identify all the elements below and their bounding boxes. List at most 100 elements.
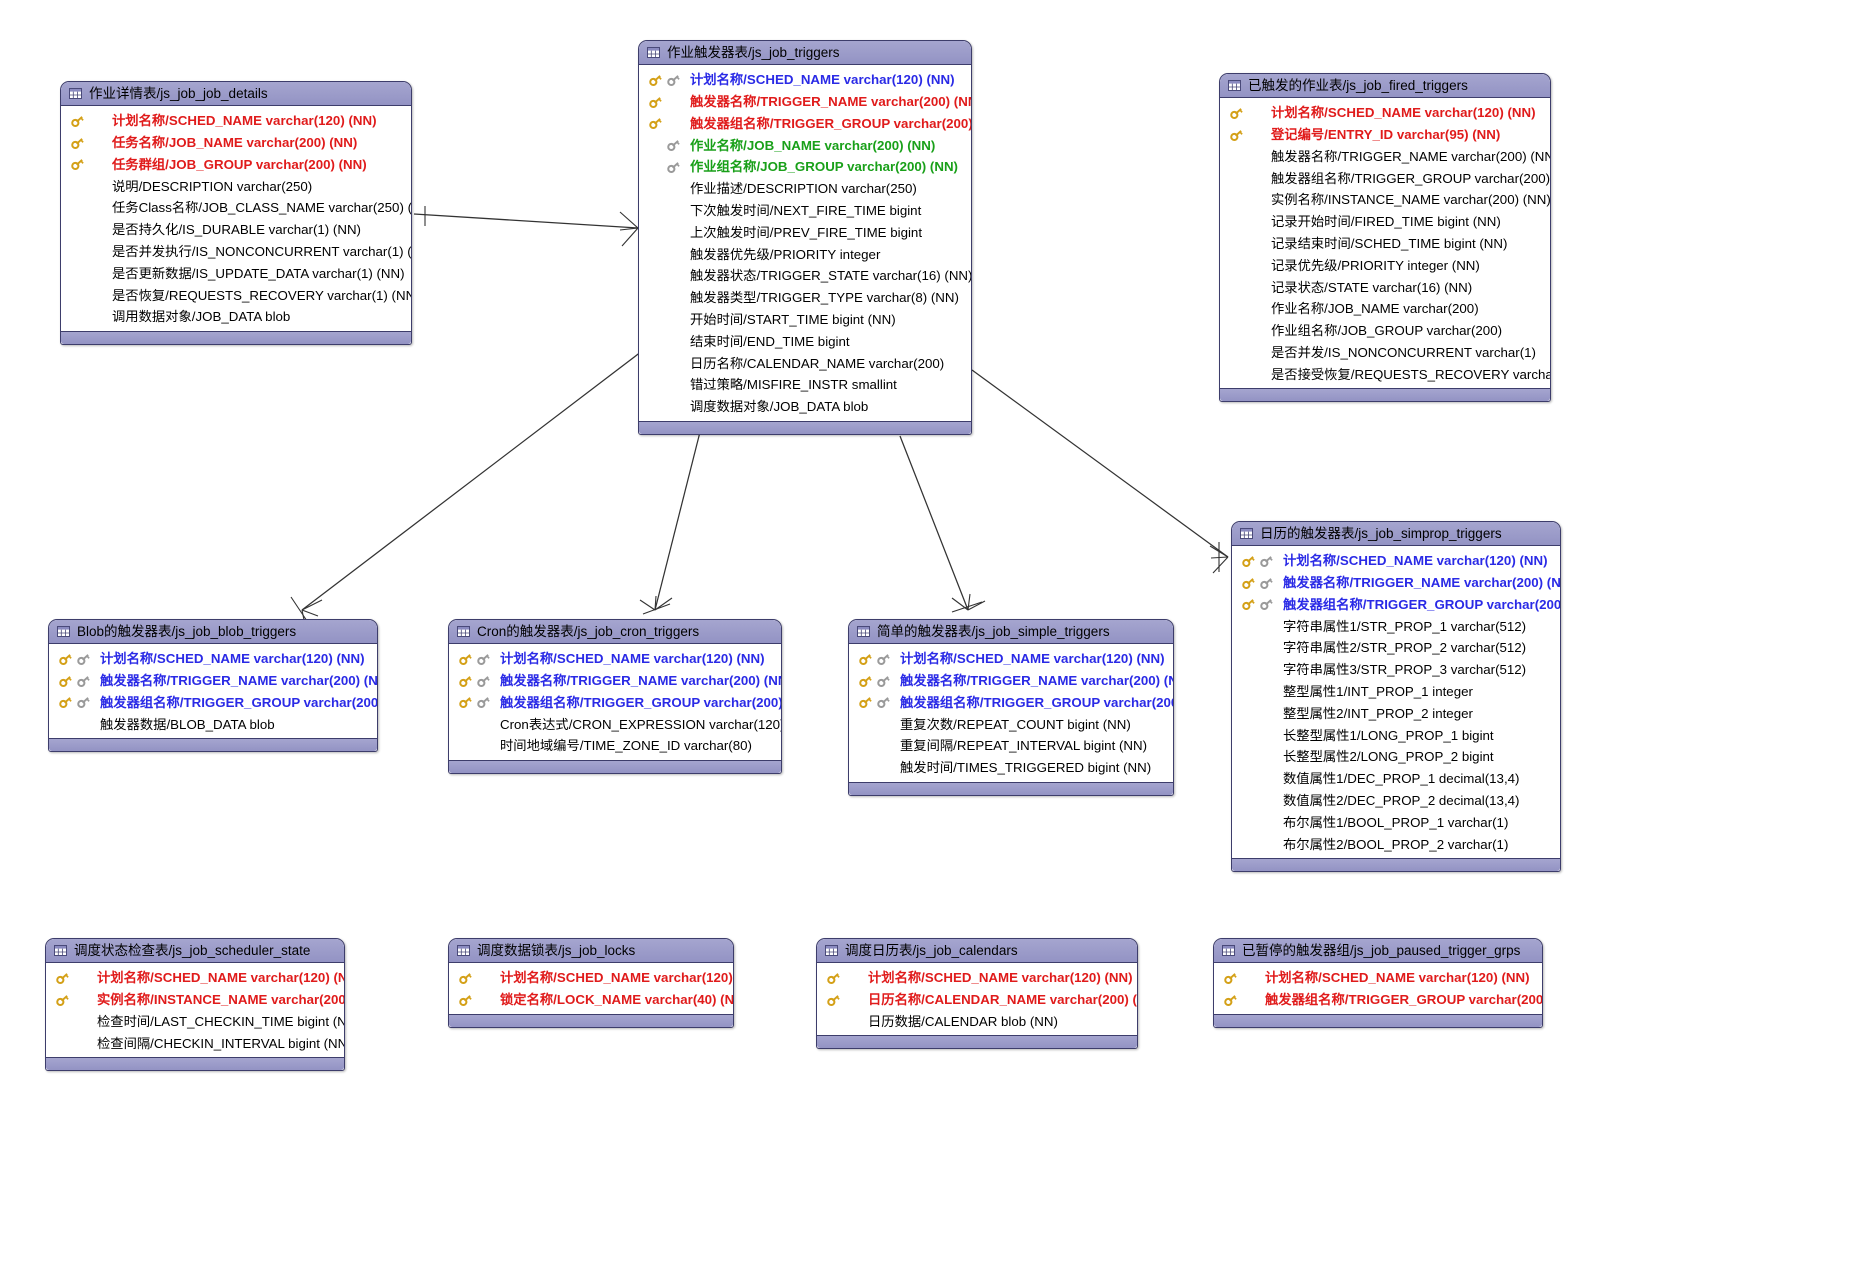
- attribute-row[interactable]: 数值属性1/DEC_PROP_1 decimal(13,4): [1232, 768, 1560, 790]
- attribute-row[interactable]: 数值属性2/DEC_PROP_2 decimal(13,4): [1232, 790, 1560, 812]
- attribute-row[interactable]: 触发器组名称/TRIGGER_GROUP varchar(200) (NN): [1220, 167, 1550, 189]
- entity-header-calendars[interactable]: 调度日历表/js_job_calendars: [817, 939, 1137, 963]
- attribute-row[interactable]: 记录开始时间/FIRED_TIME bigint (NN): [1220, 211, 1550, 233]
- attribute-row[interactable]: 计划名称/SCHED_NAME varchar(120) (NN): [449, 648, 781, 670]
- attribute-row[interactable]: 字符串属性1/STR_PROP_1 varchar(512): [1232, 615, 1560, 637]
- attribute-row[interactable]: 触发器组名称/TRIGGER_GROUP varchar(200) (NN): [639, 113, 971, 135]
- attribute-row[interactable]: 是否接受恢复/REQUESTS_RECOVERY varchar(1): [1220, 364, 1550, 386]
- entity-header-paused_trigger_grps[interactable]: 已暂停的触发器组/js_job_paused_trigger_grps: [1214, 939, 1542, 963]
- attribute-row[interactable]: 实例名称/INSTANCE_NAME varchar(200) (NN): [1220, 189, 1550, 211]
- attribute-row[interactable]: 调用数据对象/JOB_DATA blob: [61, 306, 411, 328]
- attribute-row[interactable]: 调度数据对象/JOB_DATA blob: [639, 396, 971, 418]
- attribute-row[interactable]: 实例名称/INSTANCE_NAME varchar(200) (NN): [46, 989, 344, 1011]
- attribute-row[interactable]: 触发器名称/TRIGGER_NAME varchar(200) (NN): [639, 91, 971, 113]
- attribute-row[interactable]: 日历名称/CALENDAR_NAME varchar(200): [639, 352, 971, 374]
- attribute-row[interactable]: 触发器类型/TRIGGER_TYPE varchar(8) (NN): [639, 287, 971, 309]
- attribute-row[interactable]: 记录优先级/PRIORITY integer (NN): [1220, 255, 1550, 277]
- attribute-row[interactable]: 计划名称/SCHED_NAME varchar(120) (NN): [1232, 550, 1560, 572]
- attribute-row[interactable]: 作业组名称/JOB_GROUP varchar(200) (NN): [639, 156, 971, 178]
- attribute-row[interactable]: 触发器名称/TRIGGER_NAME varchar(200) (NN): [1220, 146, 1550, 168]
- attribute-row[interactable]: 作业描述/DESCRIPTION varchar(250): [639, 178, 971, 200]
- attribute-row[interactable]: 任务群组/JOB_GROUP varchar(200) (NN): [61, 154, 411, 176]
- attribute-row[interactable]: 记录状态/STATE varchar(16) (NN): [1220, 276, 1550, 298]
- attribute-row[interactable]: 字符串属性3/STR_PROP_3 varchar(512): [1232, 659, 1560, 681]
- entity-locks[interactable]: 调度数据锁表/js_job_locks 计划名称/SCHED_NAME varch…: [448, 938, 734, 1028]
- attribute-row[interactable]: 触发器名称/TRIGGER_NAME varchar(200) (NN): [49, 670, 377, 692]
- entity-job_triggers[interactable]: 作业触发器表/js_job_triggers 计划名称/SCHED_NAME va…: [638, 40, 972, 435]
- entity-simprop_triggers[interactable]: 日历的触发器表/js_job_simprop_triggers 计划名称/SCHE…: [1231, 521, 1561, 873]
- attribute-row[interactable]: 是否并发/IS_NONCONCURRENT varchar(1): [1220, 342, 1550, 364]
- attribute-row[interactable]: 触发器组名称/TRIGGER_GROUP varchar(200) (NN): [1232, 594, 1560, 616]
- attribute-row[interactable]: 整型属性1/INT_PROP_1 integer: [1232, 681, 1560, 703]
- attribute-row[interactable]: 计划名称/SCHED_NAME varchar(120) (NN): [449, 967, 733, 989]
- attribute-row[interactable]: 触发器组名称/TRIGGER_GROUP varchar(200) (NN): [849, 692, 1173, 714]
- entity-header-simple_triggers[interactable]: 简单的触发器表/js_job_simple_triggers: [849, 620, 1173, 644]
- attribute-row[interactable]: 日历数据/CALENDAR blob (NN): [817, 1011, 1137, 1033]
- attribute-row[interactable]: 布尔属性1/BOOL_PROP_1 varchar(1): [1232, 812, 1560, 834]
- attribute-row[interactable]: 上次触发时间/PREV_FIRE_TIME bigint: [639, 222, 971, 244]
- attribute-row[interactable]: 触发器数据/BLOB_DATA blob: [49, 713, 377, 735]
- attribute-row[interactable]: 长整型属性1/LONG_PROP_1 bigint: [1232, 724, 1560, 746]
- entity-header-simprop_triggers[interactable]: 日历的触发器表/js_job_simprop_triggers: [1232, 522, 1560, 546]
- attribute-row[interactable]: 计划名称/SCHED_NAME varchar(120) (NN): [849, 648, 1173, 670]
- entity-header-job_job_details[interactable]: 作业详情表/js_job_job_details: [61, 82, 411, 106]
- attribute-row[interactable]: 重复间隔/REPEAT_INTERVAL bigint (NN): [849, 735, 1173, 757]
- entity-header-fired_triggers[interactable]: 已触发的作业表/js_job_fired_triggers: [1220, 74, 1550, 98]
- attribute-row[interactable]: 检查时间/LAST_CHECKIN_TIME bigint (NN): [46, 1011, 344, 1033]
- attribute-row[interactable]: 记录结束时间/SCHED_TIME bigint (NN): [1220, 233, 1550, 255]
- attribute-row[interactable]: 计划名称/SCHED_NAME varchar(120) (NN): [817, 967, 1137, 989]
- attribute-row[interactable]: 重复次数/REPEAT_COUNT bigint (NN): [849, 713, 1173, 735]
- attribute-row[interactable]: 登记编号/ENTRY_ID varchar(95) (NN): [1220, 124, 1550, 146]
- entity-header-cron_triggers[interactable]: Cron的触发器表/js_job_cron_triggers: [449, 620, 781, 644]
- attribute-row[interactable]: 是否并发执行/IS_NONCONCURRENT varchar(1) (NN): [61, 241, 411, 263]
- entity-blob_triggers[interactable]: Blob的触发器表/js_job_blob_triggers 计划名称/SCHED…: [48, 619, 378, 753]
- attribute-row[interactable]: 触发器名称/TRIGGER_NAME varchar(200) (NN): [449, 670, 781, 692]
- attribute-row[interactable]: 整型属性2/INT_PROP_2 integer: [1232, 703, 1560, 725]
- attribute-row[interactable]: 触发器名称/TRIGGER_NAME varchar(200) (NN): [1232, 572, 1560, 594]
- attribute-row[interactable]: 字符串属性2/STR_PROP_2 varchar(512): [1232, 637, 1560, 659]
- attribute-row[interactable]: 作业名称/JOB_NAME varchar(200): [1220, 298, 1550, 320]
- entity-cron_triggers[interactable]: Cron的触发器表/js_job_cron_triggers 计划名称/SCHED…: [448, 619, 782, 774]
- attribute-row[interactable]: 下次触发时间/NEXT_FIRE_TIME bigint: [639, 200, 971, 222]
- attribute-row[interactable]: 锁定名称/LOCK_NAME varchar(40) (NN): [449, 989, 733, 1011]
- attribute-row[interactable]: 触发器组名称/TRIGGER_GROUP varchar(200) (NN): [1214, 989, 1542, 1011]
- attribute-row[interactable]: 计划名称/SCHED_NAME varchar(120) (NN): [61, 110, 411, 132]
- attribute-row[interactable]: 触发器优先级/PRIORITY integer: [639, 243, 971, 265]
- attribute-row[interactable]: 触发时间/TIMES_TRIGGERED bigint (NN): [849, 757, 1173, 779]
- entity-header-blob_triggers[interactable]: Blob的触发器表/js_job_blob_triggers: [49, 620, 377, 644]
- attribute-row[interactable]: 是否持久化/IS_DURABLE varchar(1) (NN): [61, 219, 411, 241]
- entity-header-job_triggers[interactable]: 作业触发器表/js_job_triggers: [639, 41, 971, 65]
- attribute-row[interactable]: 长整型属性2/LONG_PROP_2 bigint: [1232, 746, 1560, 768]
- entity-scheduler_state[interactable]: 调度状态检查表/js_job_scheduler_state 计划名称/SCHED…: [45, 938, 345, 1072]
- attribute-row[interactable]: 触发器组名称/TRIGGER_GROUP varchar(200) (NN): [449, 692, 781, 714]
- attribute-row[interactable]: 时间地域编号/TIME_ZONE_ID varchar(80): [449, 735, 781, 757]
- entity-calendars[interactable]: 调度日历表/js_job_calendars 计划名称/SCHED_NAME va…: [816, 938, 1138, 1050]
- entity-simple_triggers[interactable]: 简单的触发器表/js_job_simple_triggers 计划名称/SCHED…: [848, 619, 1174, 796]
- attribute-row[interactable]: 作业名称/JOB_NAME varchar(200) (NN): [639, 134, 971, 156]
- entity-header-scheduler_state[interactable]: 调度状态检查表/js_job_scheduler_state: [46, 939, 344, 963]
- entity-fired_triggers[interactable]: 已触发的作业表/js_job_fired_triggers 计划名称/SCHED_…: [1219, 73, 1551, 403]
- attribute-row[interactable]: 是否更新数据/IS_UPDATE_DATA varchar(1) (NN): [61, 263, 411, 285]
- attribute-row[interactable]: 结束时间/END_TIME bigint: [639, 331, 971, 353]
- attribute-row[interactable]: Cron表达式/CRON_EXPRESSION varchar(120) (NN…: [449, 713, 781, 735]
- attribute-row[interactable]: 触发器状态/TRIGGER_STATE varchar(16) (NN): [639, 265, 971, 287]
- attribute-row[interactable]: 计划名称/SCHED_NAME varchar(120) (NN): [1214, 967, 1542, 989]
- attribute-row[interactable]: 日历名称/CALENDAR_NAME varchar(200) (NN): [817, 989, 1137, 1011]
- attribute-row[interactable]: 是否恢复/REQUESTS_RECOVERY varchar(1) (NN): [61, 284, 411, 306]
- attribute-row[interactable]: 计划名称/SCHED_NAME varchar(120) (NN): [49, 648, 377, 670]
- attribute-row[interactable]: 作业组名称/JOB_GROUP varchar(200): [1220, 320, 1550, 342]
- attribute-row[interactable]: 计划名称/SCHED_NAME varchar(120) (NN): [639, 69, 971, 91]
- attribute-row[interactable]: 任务名称/JOB_NAME varchar(200) (NN): [61, 132, 411, 154]
- attribute-row[interactable]: 任务Class名称/JOB_CLASS_NAME varchar(250) (N…: [61, 197, 411, 219]
- attribute-row[interactable]: 布尔属性2/BOOL_PROP_2 varchar(1): [1232, 833, 1560, 855]
- entity-paused_trigger_grps[interactable]: 已暂停的触发器组/js_job_paused_trigger_grps 计划名称/…: [1213, 938, 1543, 1028]
- attribute-row[interactable]: 计划名称/SCHED_NAME varchar(120) (NN): [1220, 102, 1550, 124]
- attribute-row[interactable]: 错过策略/MISFIRE_INSTR smallint: [639, 374, 971, 396]
- attribute-row[interactable]: 计划名称/SCHED_NAME varchar(120) (NN): [46, 967, 344, 989]
- attribute-row[interactable]: 检查间隔/CHECKIN_INTERVAL bigint (NN): [46, 1032, 344, 1054]
- attribute-row[interactable]: 说明/DESCRIPTION varchar(250): [61, 175, 411, 197]
- attribute-row[interactable]: 触发器组名称/TRIGGER_GROUP varchar(200) (NN): [49, 692, 377, 714]
- entity-header-locks[interactable]: 调度数据锁表/js_job_locks: [449, 939, 733, 963]
- attribute-row[interactable]: 触发器名称/TRIGGER_NAME varchar(200) (NN): [849, 670, 1173, 692]
- attribute-row[interactable]: 开始时间/START_TIME bigint (NN): [639, 309, 971, 331]
